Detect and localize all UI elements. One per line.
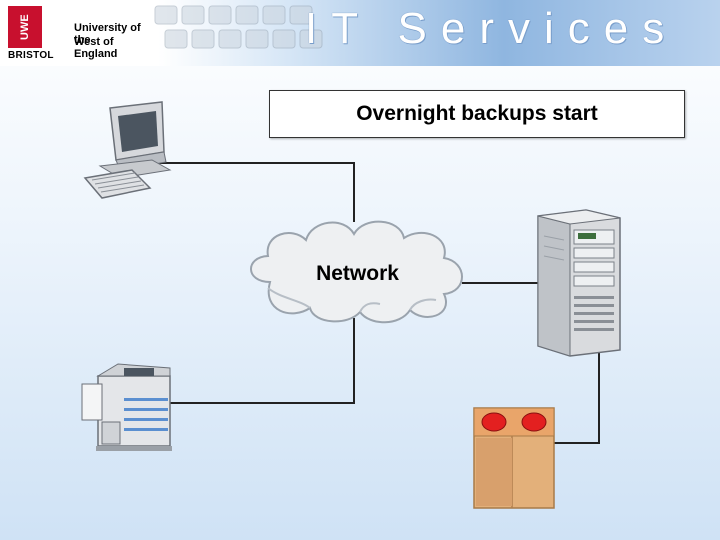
computer-icon[interactable] (80, 100, 175, 205)
link-server-horizontal (462, 282, 542, 284)
link-printer-horizontal (170, 402, 355, 404)
uwe-logo[interactable]: UWE BRISTOL University of the West of En… (8, 6, 148, 62)
uwe-logo-badge: UWE (8, 6, 42, 48)
link-workstation-vertical (353, 162, 355, 222)
status-message: Overnight backups start (356, 102, 598, 125)
network-label: Network (316, 262, 399, 285)
network-cloud-icon (250, 220, 463, 324)
header-banner: UWE BRISTOL University of the West of En… (0, 0, 720, 66)
tape-drive-icon[interactable] (472, 406, 556, 510)
page-title: IT Services (305, 4, 679, 53)
logo-city: BRISTOL (8, 50, 54, 61)
logo-line-2: West of England (74, 36, 118, 60)
link-workstation-horizontal (150, 162, 355, 164)
logo-line-1: University of the (74, 22, 141, 46)
link-printer-vertical (353, 318, 355, 404)
printer-icon[interactable] (78, 362, 176, 454)
server-icon[interactable] (532, 206, 626, 358)
link-tape-horizontal (553, 442, 600, 444)
status-message-box: Overnight backups start (269, 90, 685, 138)
keyboard-background-graphic (154, 5, 323, 49)
link-tape-vertical (598, 350, 600, 444)
logo-badge-text: UWE (19, 14, 31, 40)
